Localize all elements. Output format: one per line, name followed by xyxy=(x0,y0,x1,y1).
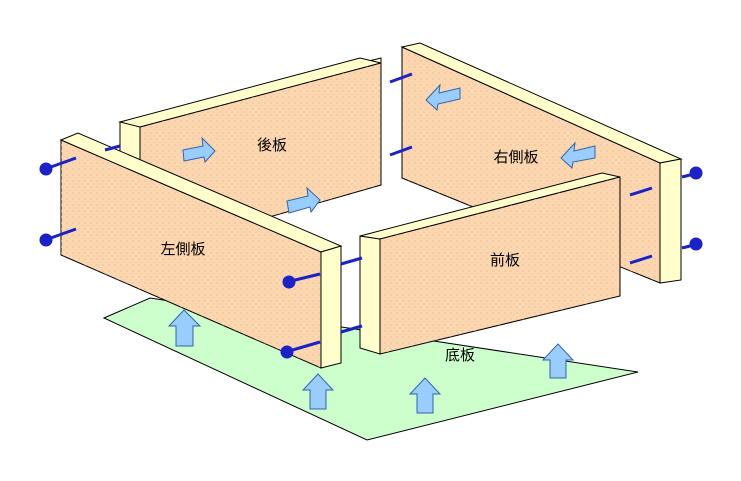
front-board-label: 前板 xyxy=(490,251,520,269)
left-side-board xyxy=(59,132,343,369)
front-board xyxy=(359,172,621,355)
bottom-board xyxy=(102,297,639,441)
nail-icon xyxy=(39,72,703,359)
block-arrow-icon xyxy=(167,83,596,414)
right-side-board-label: 右側板 xyxy=(493,148,538,166)
bottom-board-label: 底板 xyxy=(445,346,475,364)
left-side-board-label: 左側板 xyxy=(160,240,205,258)
back-board-label: 後板 xyxy=(257,136,287,154)
